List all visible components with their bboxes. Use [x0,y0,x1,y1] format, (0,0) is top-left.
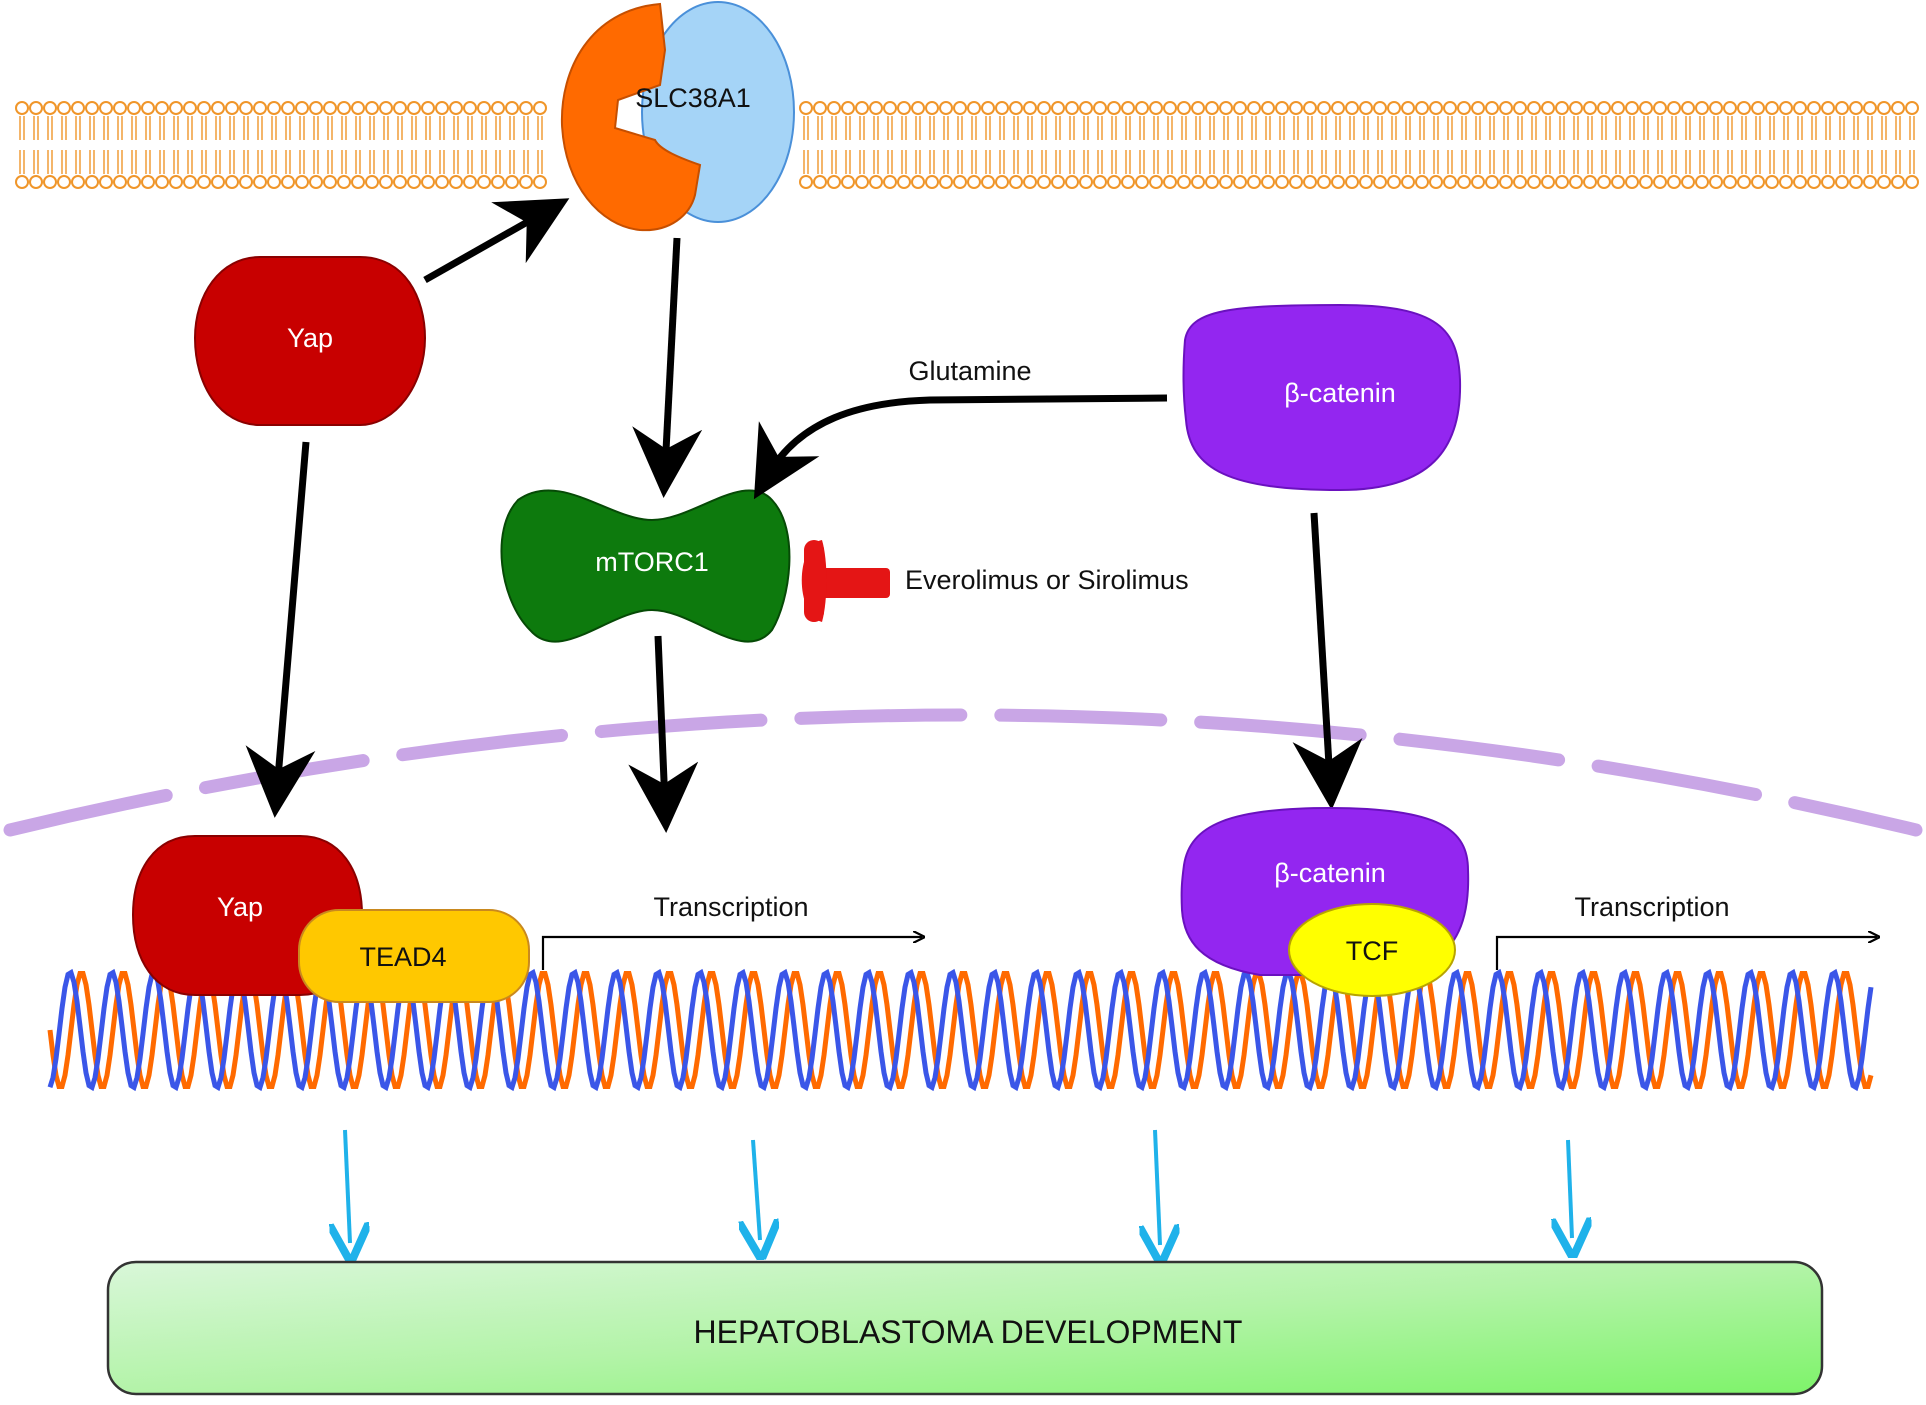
inhibitor-label: Everolimus or Sirolimus [905,565,1189,595]
beta-catenin-cytoplasm: β-catenin [1182,303,1462,492]
yap-nucleus-label: Yap [217,892,263,922]
yap-to-slc38a1-arrow [423,198,570,284]
outcome-label: HEPATOBLASTOMA DEVELOPMENT [694,1314,1243,1350]
glutamine-label: Glutamine [908,356,1031,386]
membrane-lipid-heads [15,101,1920,189]
transcription-left-arrow [541,937,922,970]
transcription-left-label: Transcription [653,892,808,922]
mtorc1-complex: mTORC1 [500,489,791,643]
yap-cytoplasm: Yap [193,256,427,426]
outcome-arrow-3 [1155,1129,1160,1245]
yap-to-nucleus-arrow [245,441,316,818]
beta-catenin-nucleus-label: β-catenin [1274,858,1386,888]
outcome-arrow-4 [1568,1139,1572,1238]
mtorc1-to-nucleus-arrow [628,635,699,833]
transcription-right-arrow [1495,937,1877,970]
outcome-arrow-1 [345,1129,350,1243]
membrane-lipid-tails [19,116,1915,174]
slc38a1-transporter: SLC38A1 [560,1,795,232]
outcome-arrow-2 [753,1139,760,1240]
nuclear-envelope [3,708,1923,837]
yap-cytoplasm-label: Yap [287,323,333,353]
tcf-label: TCF [1346,936,1398,966]
beta-catenin-cytoplasm-label: β-catenin [1284,378,1396,408]
cell-membrane [15,101,1920,189]
inhibitor-block-icon [801,540,890,622]
slc38a1-to-mtorc1-arrow [632,237,703,498]
tead4-factor: TEAD4 [298,909,530,1003]
dna-helix [47,968,1874,1092]
beta-catenin-to-nucleus-arrow [1292,512,1363,810]
tead4-label: TEAD4 [359,942,446,972]
glutamine-arrow [753,394,1168,500]
outcome-box: HEPATOBLASTOMA DEVELOPMENT [106,1260,1824,1396]
slc38a1-label: SLC38A1 [635,83,751,113]
mtorc1-label: mTORC1 [595,547,709,577]
dna-strand-blue [47,968,1874,1092]
tcf-factor: TCF [1288,903,1456,997]
transcription-right-label: Transcription [1574,892,1729,922]
